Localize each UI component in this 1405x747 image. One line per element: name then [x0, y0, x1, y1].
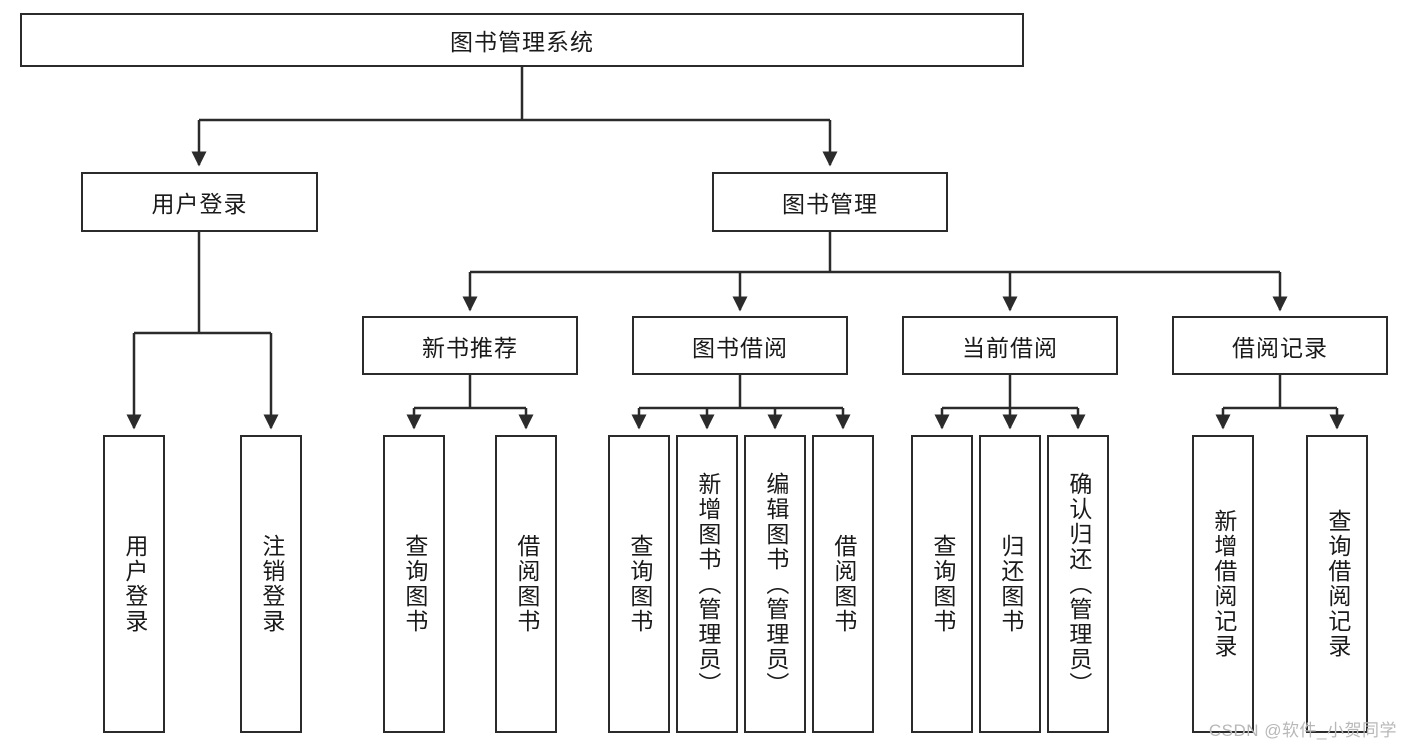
node-book-borrow-label: 图书借阅 [692, 334, 788, 361]
leaf-current-borrow-2-label: 归还图书 [997, 534, 1024, 634]
leaf-user-login-1-label: 用户登录 [121, 534, 148, 634]
node-book-management[interactable]: 图书管理 [712, 172, 948, 232]
leaf-current-borrow-3[interactable]: 确认归还（管理员） [1047, 435, 1109, 733]
leaf-book-borrow-1[interactable]: 查询图书 [608, 435, 670, 733]
leaf-book-borrow-3-label: 编辑图书（管理员） [762, 471, 789, 697]
leaf-borrow-record-1-label: 新增借阅记录 [1210, 509, 1237, 659]
node-new-book-recommend-label: 新书推荐 [422, 334, 518, 361]
leaf-borrow-record-2[interactable]: 查询借阅记录 [1306, 435, 1368, 733]
leaf-borrow-record-1[interactable]: 新增借阅记录 [1192, 435, 1254, 733]
leaf-new-book-2-label: 借阅图书 [513, 534, 540, 634]
node-user-login[interactable]: 用户登录 [81, 172, 318, 232]
leaf-book-borrow-4[interactable]: 借阅图书 [812, 435, 874, 733]
node-current-borrow[interactable]: 当前借阅 [902, 316, 1118, 375]
node-new-book-recommend[interactable]: 新书推荐 [362, 316, 578, 375]
node-root-label: 图书管理系统 [450, 29, 594, 55]
node-user-login-label: 用户登录 [151, 191, 248, 217]
leaf-current-borrow-2[interactable]: 归还图书 [979, 435, 1041, 733]
leaf-borrow-record-2-label: 查询借阅记录 [1324, 509, 1351, 659]
node-book-management-label: 图书管理 [782, 191, 878, 217]
csdn-watermark: CSDN @软件_小贺同学 [1208, 721, 1397, 740]
leaf-current-borrow-1-label: 查询图书 [929, 534, 956, 634]
leaf-current-borrow-1[interactable]: 查询图书 [911, 435, 973, 733]
leaf-user-login-2[interactable]: 注销登录 [240, 435, 302, 733]
leaf-new-book-2[interactable]: 借阅图书 [495, 435, 557, 733]
node-current-borrow-label: 当前借阅 [962, 334, 1058, 361]
node-book-borrow[interactable]: 图书借阅 [632, 316, 848, 375]
leaf-new-book-1-label: 查询图书 [401, 534, 428, 634]
leaf-book-borrow-4-label: 借阅图书 [830, 534, 857, 634]
leaf-book-borrow-1-label: 查询图书 [626, 534, 653, 634]
node-borrow-record[interactable]: 借阅记录 [1172, 316, 1388, 375]
leaf-user-login-2-label: 注销登录 [258, 534, 285, 634]
leaf-user-login-1[interactable]: 用户登录 [103, 435, 165, 733]
node-root[interactable]: 图书管理系统 [20, 13, 1024, 67]
node-borrow-record-label: 借阅记录 [1232, 334, 1328, 361]
leaf-new-book-1[interactable]: 查询图书 [383, 435, 445, 733]
leaf-current-borrow-3-label: 确认归还（管理员） [1065, 471, 1092, 697]
leaf-book-borrow-2-label: 新增图书（管理员） [694, 471, 721, 697]
leaf-book-borrow-2[interactable]: 新增图书（管理员） [676, 435, 738, 733]
leaf-book-borrow-3[interactable]: 编辑图书（管理员） [744, 435, 806, 733]
